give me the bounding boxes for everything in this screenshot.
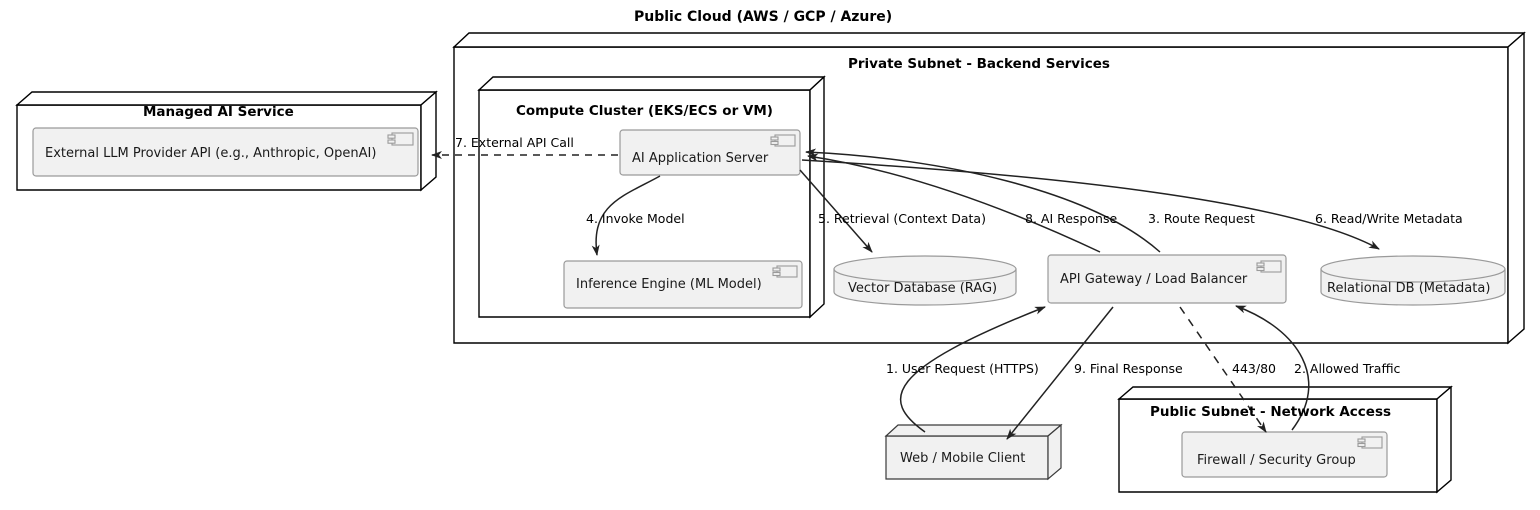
edge-9-final-response bbox=[1006, 306, 1114, 440]
edge-4-invoke-model bbox=[591, 175, 661, 256]
component-icon bbox=[770, 134, 796, 147]
component-icon bbox=[772, 265, 798, 278]
edge-5-retrieval bbox=[799, 169, 873, 253]
component-icon bbox=[1256, 260, 1282, 273]
database-vector-db-shape bbox=[833, 255, 1017, 306]
component-api-gateway-shape bbox=[1047, 254, 1287, 304]
edge-3-route-request bbox=[805, 148, 1161, 253]
edge-443-80 bbox=[1179, 306, 1267, 433]
component-external-llm-shape bbox=[32, 127, 419, 177]
component-firewall-shape bbox=[1181, 431, 1388, 478]
edge-6-read-write-metadata bbox=[801, 159, 1380, 250]
edge-1-user-request bbox=[899, 306, 1046, 433]
database-relational-db-shape bbox=[1320, 255, 1506, 306]
node-web-mobile-client-shape bbox=[884, 423, 1063, 481]
edge-8-ai-response bbox=[807, 153, 1101, 253]
component-inference-engine-shape bbox=[563, 260, 803, 309]
edge-2-allowed-traffic bbox=[1235, 305, 1310, 431]
component-icon bbox=[1357, 436, 1383, 449]
component-icon bbox=[387, 132, 414, 146]
component-ai-app-server-shape bbox=[619, 129, 801, 176]
